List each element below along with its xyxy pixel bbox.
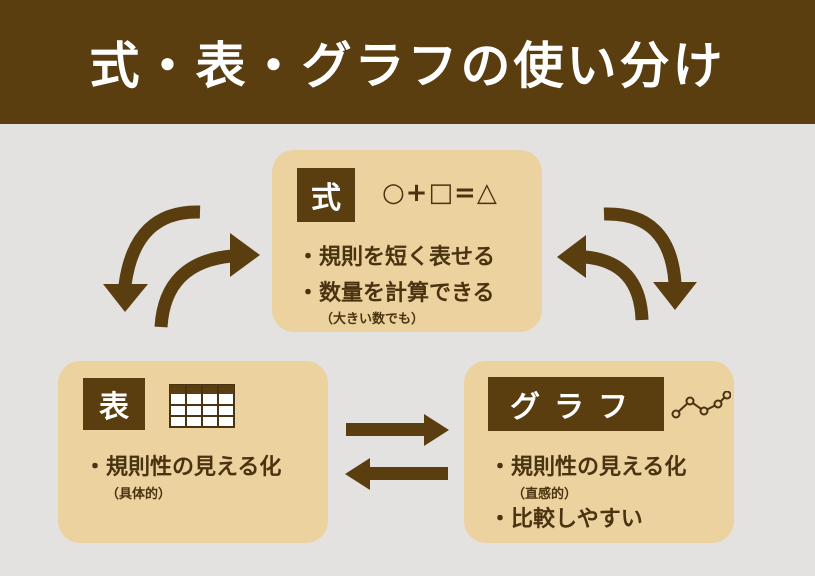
- formula-badge: 式: [297, 168, 355, 222]
- table-note: （具体的）: [106, 487, 172, 502]
- graph-card: グラフ ・規則性の見える化 （直感的） ・比較しやすい: [464, 361, 734, 543]
- page-title: 式・表・グラフの使い分け: [89, 37, 726, 95]
- graph-note: （直感的）: [512, 487, 578, 502]
- curved-arrow-formula-to-graph: [603, 207, 697, 310]
- arrow-table-to-graph: [346, 414, 449, 446]
- header-banner: 式・表・グラフの使い分け: [0, 0, 815, 124]
- table-grid-icon: [169, 384, 235, 428]
- curved-arrow-graph-to-formula: [557, 235, 649, 321]
- formula-note: （大きい数でも）: [320, 312, 425, 327]
- graph-bullet-1: ・規則性の見える化: [489, 455, 687, 480]
- formula-symbols: ○+□=△: [382, 178, 498, 208]
- arrow-graph-to-table: [345, 458, 448, 490]
- graph-bullet-2: ・比較しやすい: [489, 507, 643, 532]
- curved-arrow-table-to-formula: [154, 233, 260, 328]
- formula-bullet-1: ・規則を短く表せる: [297, 245, 496, 270]
- line-graph-icon: [671, 391, 731, 419]
- graph-badge: グラフ: [488, 377, 664, 431]
- formula-bullet-2: ・数量を計算できる: [297, 281, 495, 306]
- formula-card: 式 ○+□=△ ・規則を短く表せる ・数量を計算できる （大きい数でも）: [272, 150, 542, 332]
- table-badge: 表: [83, 378, 145, 430]
- table-card: 表 ・規則性の見える化 （具体的）: [58, 361, 328, 543]
- curved-arrow-formula-to-table: [103, 205, 201, 312]
- table-bullet-1: ・規則性の見える化: [84, 455, 282, 480]
